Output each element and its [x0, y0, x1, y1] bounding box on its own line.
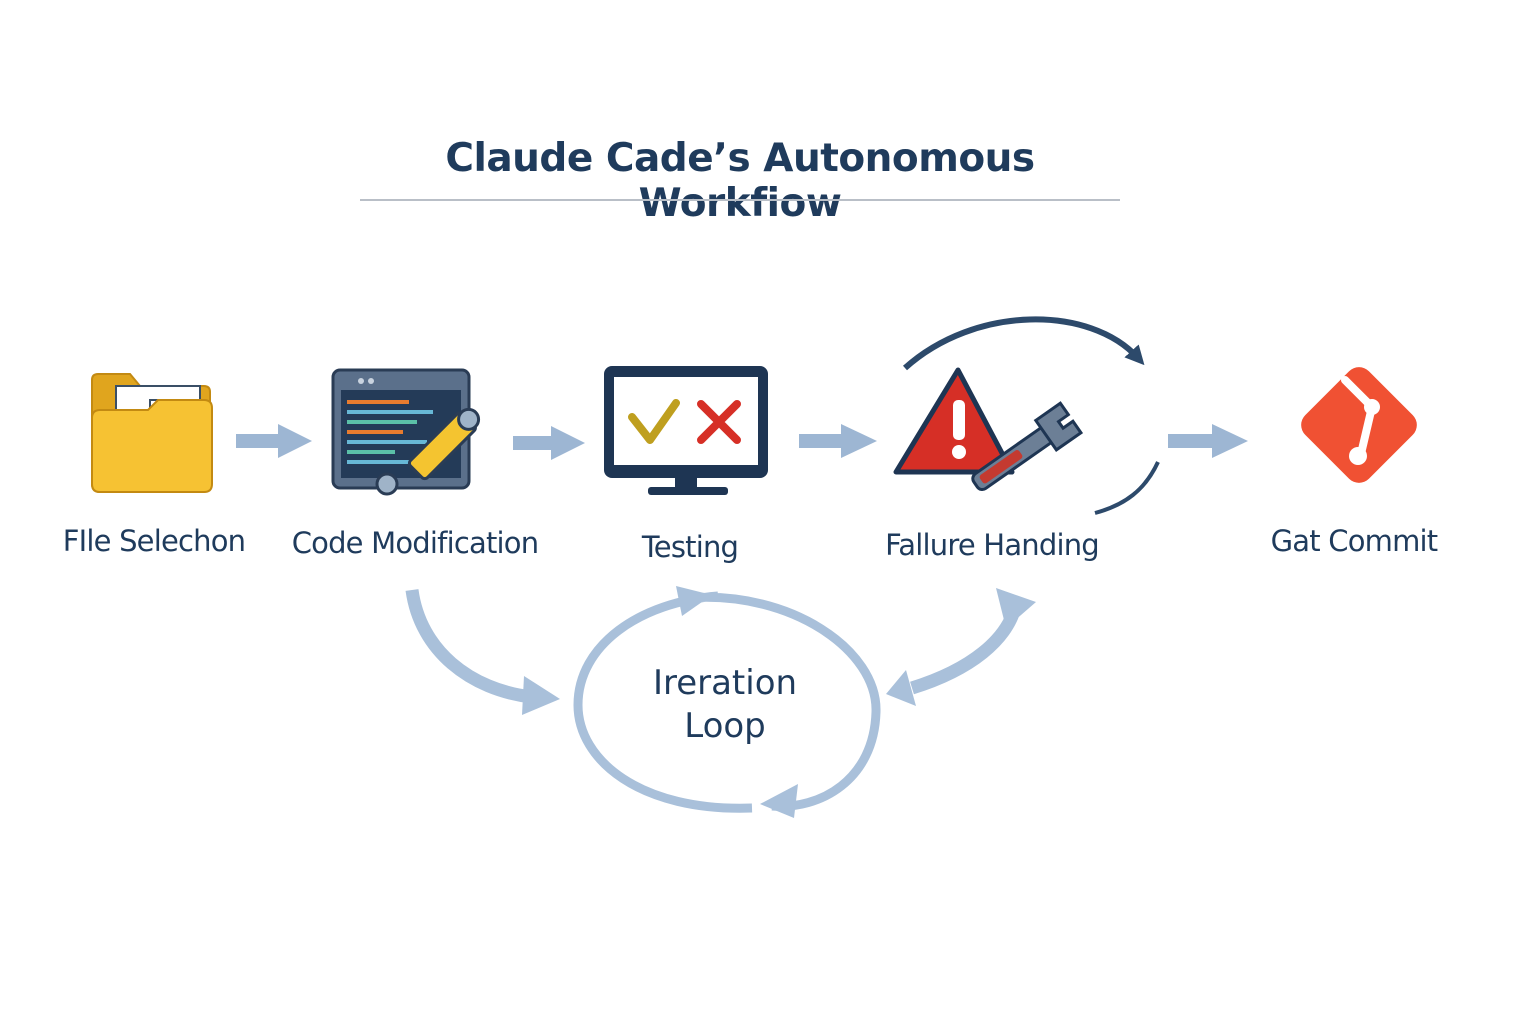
code-editor-icon [331, 368, 481, 496]
loop-failure-arrowhead-left [886, 670, 916, 706]
git-icon [1301, 367, 1417, 483]
flow-arrow-1 [236, 424, 312, 458]
bypass-arrow [902, 316, 1145, 371]
warning-wrench-icon [893, 367, 1084, 492]
loop-arrowhead-top [676, 586, 712, 616]
return-curve [1094, 461, 1160, 515]
diagram-title: Claude Cade’s Autonomous Workfiow [445, 136, 1035, 226]
loop-label-line2: Loop [684, 706, 766, 746]
code-to-loop-arrowhead [522, 676, 560, 715]
title-divider [360, 199, 1120, 201]
step-label-file-selection: FIle Selechon [62, 524, 246, 558]
loop-failure-arrow [910, 602, 1023, 695]
flow-arrow-3 [799, 424, 877, 458]
monitor-check-cross-icon [604, 366, 768, 495]
step-label-git-commit: Gat Commit [1270, 524, 1439, 558]
step-label-failure-handling: Fallure Handing [885, 528, 1100, 562]
iteration-loop-label: Ireration Loop [620, 662, 830, 748]
loop-label-line1: Ireration [652, 663, 798, 703]
folder-icon [91, 373, 213, 493]
step-label-testing: Testing [641, 530, 739, 564]
flow-arrow-4 [1168, 424, 1248, 458]
code-to-loop-arrow [405, 588, 533, 704]
flow-arrow-2 [513, 426, 585, 460]
step-label-code-modification: Code Modification [291, 526, 539, 560]
loop-arrowhead-bottom [760, 784, 798, 818]
loop-circle [573, 591, 881, 813]
loop-failure-arrowhead-top [996, 588, 1036, 628]
